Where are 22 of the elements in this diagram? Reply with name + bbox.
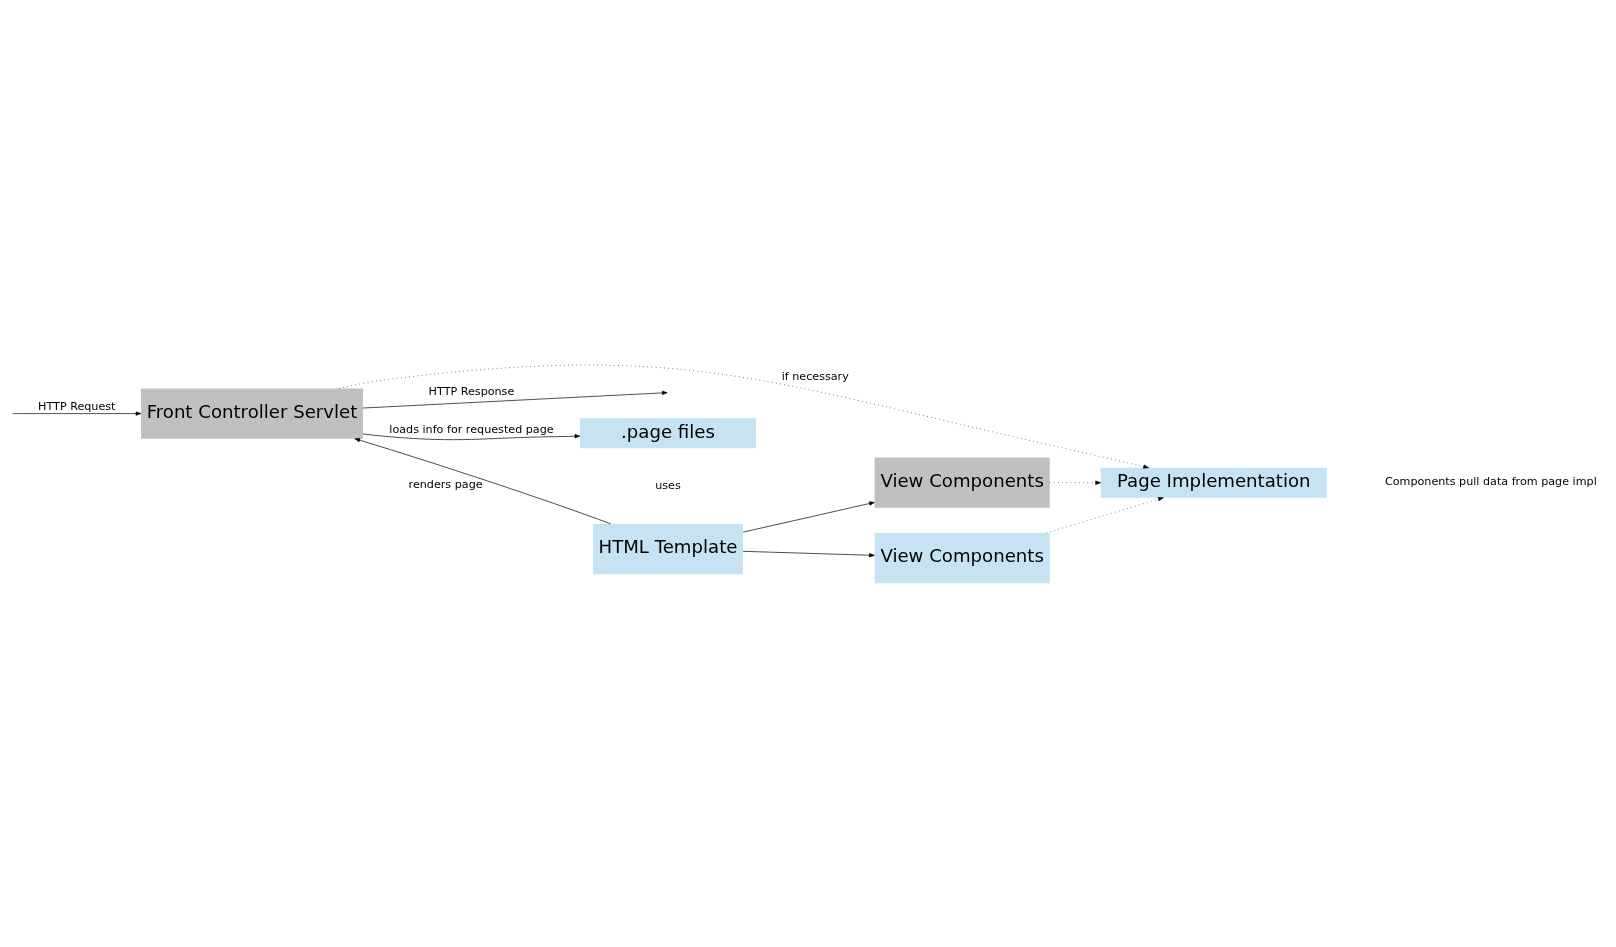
arrow bbox=[1046, 496, 1164, 533]
arrow bbox=[354, 437, 612, 524]
node-box: Front Controller Servlet bbox=[141, 387, 363, 439]
arrow bbox=[12, 411, 142, 416]
label: Components pull data from page impl bbox=[1384, 474, 1597, 488]
arrow bbox=[362, 390, 668, 408]
arrow bbox=[742, 550, 875, 557]
edge-label: HTTP Request bbox=[38, 399, 116, 413]
arrow bbox=[742, 500, 875, 532]
arrow bbox=[338, 364, 1149, 469]
arrow bbox=[362, 433, 581, 440]
node-box: View Components bbox=[874, 457, 1050, 508]
label: uses bbox=[655, 478, 681, 492]
node-box: View Components bbox=[874, 532, 1050, 583]
node-box: Page Implementation bbox=[1100, 467, 1327, 498]
edge-label: loads info for requested page bbox=[389, 422, 554, 436]
edge-label: if necessary bbox=[781, 369, 849, 383]
edge-label: renders page bbox=[408, 477, 483, 491]
node-box: HTML Template bbox=[592, 523, 743, 574]
edge-label: HTTP Response bbox=[428, 384, 515, 398]
node-box: .page files bbox=[580, 417, 756, 448]
arrow bbox=[1049, 480, 1101, 485]
